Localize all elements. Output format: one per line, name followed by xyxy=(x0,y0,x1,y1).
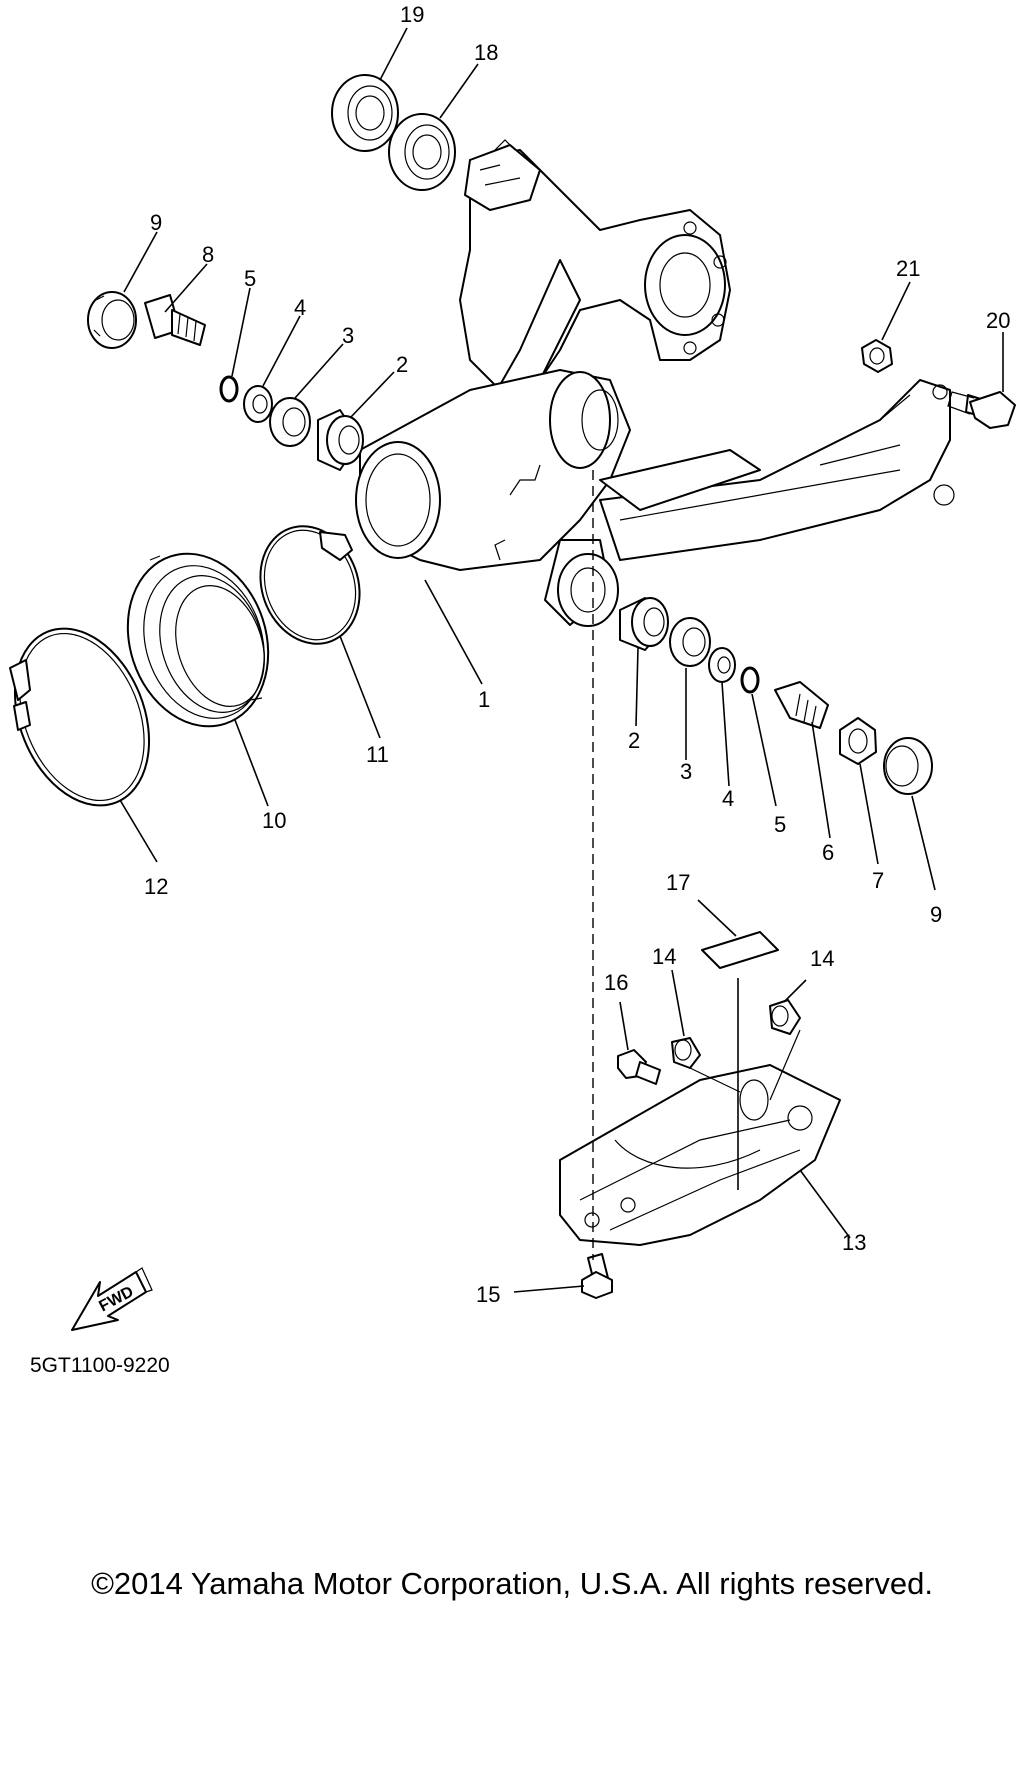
callout-4b: 4 xyxy=(722,786,734,811)
callout-14b: 14 xyxy=(810,946,834,971)
callout-21: 21 xyxy=(896,256,920,281)
callout-4a: 4 xyxy=(294,295,306,320)
callout-20: 20 xyxy=(986,308,1010,333)
part-code: 5GT1100-9220 xyxy=(30,1354,170,1377)
callout-5b: 5 xyxy=(774,812,786,837)
callout-8: 8 xyxy=(202,242,214,267)
callout-2b: 2 xyxy=(628,728,640,753)
leader-lines xyxy=(119,27,1004,1293)
swingarm-housing xyxy=(355,139,955,627)
callout-6: 6 xyxy=(822,840,834,865)
bolt-16 xyxy=(617,1049,661,1085)
callout-12: 12 xyxy=(144,874,168,899)
bolt-20 xyxy=(947,391,1016,429)
callout-1: 1 xyxy=(478,687,490,712)
callout-10: 10 xyxy=(262,808,286,833)
callout-numbers: 19 18 9 8 5 4 3 2 21 20 1 11 10 12 2 3 4… xyxy=(144,2,1010,1307)
fwd-arrow-icon: FWD xyxy=(71,1267,153,1331)
guard-plate-13 xyxy=(559,1064,841,1246)
callout-3b: 3 xyxy=(680,759,692,784)
label-17 xyxy=(701,931,779,969)
bearing-19 xyxy=(331,74,399,152)
bearing-18 xyxy=(388,113,456,191)
callout-7: 7 xyxy=(872,868,884,893)
copyright-notice: ©2014 Yamaha Motor Corporation, U.S.A. A… xyxy=(91,1566,933,1601)
bolt-15 xyxy=(581,1253,613,1299)
callout-11: 11 xyxy=(366,742,389,767)
grommets-14 xyxy=(671,999,801,1069)
callout-3a: 3 xyxy=(342,323,354,348)
boot-10 xyxy=(126,552,270,728)
clamp-12 xyxy=(9,627,151,807)
callout-17: 17 xyxy=(666,870,690,895)
callout-18: 18 xyxy=(474,40,498,65)
callout-9a: 9 xyxy=(150,210,162,235)
left-pivot-parts xyxy=(87,291,364,471)
callout-5a: 5 xyxy=(244,266,256,291)
clamp-11 xyxy=(259,525,361,645)
right-pivot-parts xyxy=(619,597,933,795)
callout-15: 15 xyxy=(476,1282,500,1307)
callout-16: 16 xyxy=(604,970,628,995)
callout-2a: 2 xyxy=(396,352,408,377)
callout-19: 19 xyxy=(400,2,424,27)
callout-14a: 14 xyxy=(652,944,676,969)
nut-21 xyxy=(861,339,893,373)
callout-13: 13 xyxy=(842,1230,866,1255)
callout-9b: 9 xyxy=(930,902,942,927)
